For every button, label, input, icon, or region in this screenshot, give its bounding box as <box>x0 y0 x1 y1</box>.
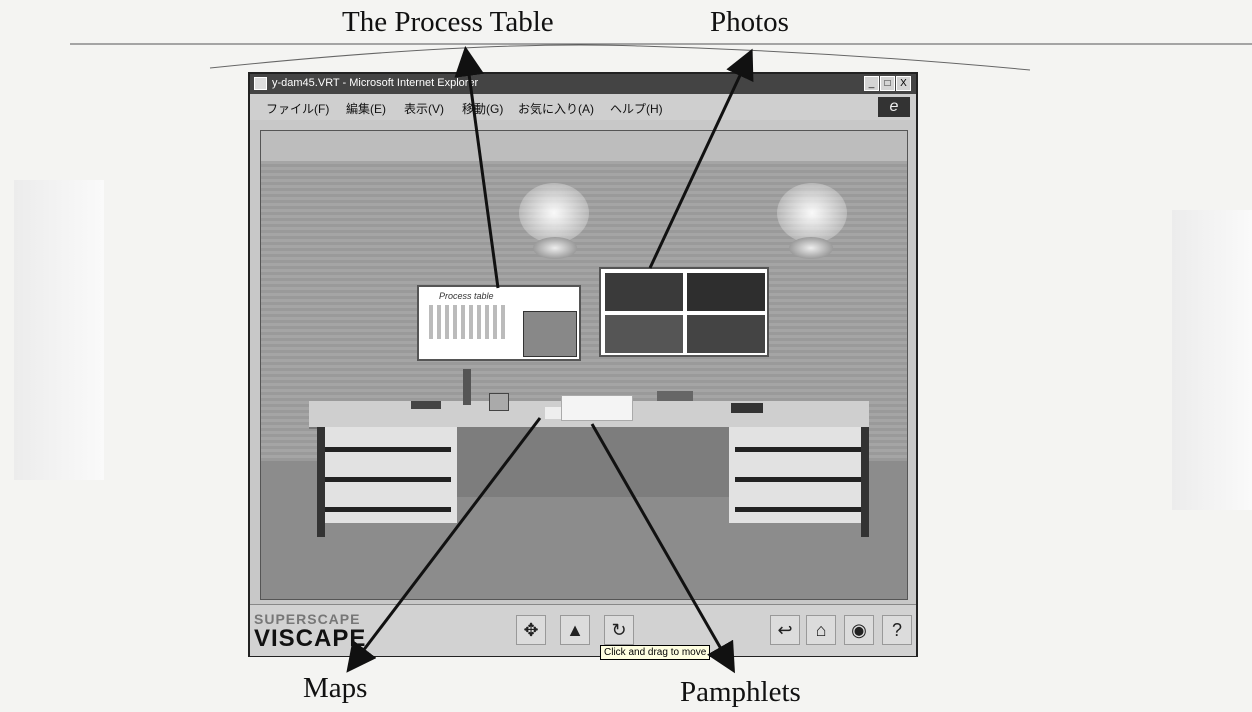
menu-bar: ファイル(F) 編集(E) 表示(V) 移動(G) お気に入り(A) ヘルプ(H… <box>250 94 916 120</box>
arrow-photos <box>648 48 754 269</box>
photos-callout: Photos <box>710 6 789 38</box>
arrow-process-table <box>454 46 500 289</box>
browser-window: y-dam45.VRT - Microsoft Internet Explore… <box>248 72 918 660</box>
desk-leg-left <box>317 427 325 537</box>
arrow-maps <box>346 417 542 673</box>
pamphlets-on-desk[interactable] <box>561 395 633 421</box>
menu-help[interactable]: ヘルプ(H) <box>610 102 663 116</box>
help-icon[interactable]: ? <box>882 615 912 645</box>
photo-3[interactable] <box>605 315 683 353</box>
pamphlets-callout: Pamphlets <box>680 676 801 708</box>
minimize-button[interactable]: _ <box>864 76 879 91</box>
process-table-callout: The Process Table <box>342 6 554 38</box>
photo-4[interactable] <box>687 315 765 353</box>
drawer-handle <box>735 507 863 512</box>
menu-view[interactable]: 表示(V) <box>404 102 444 116</box>
desk-book[interactable] <box>411 401 441 409</box>
move-arrows-icon[interactable]: ✥ <box>516 615 546 645</box>
ceiling-lamp-left <box>533 237 577 259</box>
header-lines <box>70 43 1252 71</box>
desk-phone[interactable] <box>731 403 763 413</box>
drawer-handle <box>323 477 451 482</box>
photos-board[interactable] <box>599 267 769 357</box>
back-icon[interactable]: ↩ <box>770 615 800 645</box>
superscape-logo: SUPERSCAPE <box>254 611 361 627</box>
ie-logo-icon: e <box>878 97 910 117</box>
right-drawers <box>729 427 869 523</box>
desk-leg-right <box>861 427 869 537</box>
desk-front <box>411 427 741 497</box>
drawer-handle <box>323 447 451 452</box>
desk-box[interactable] <box>489 393 509 411</box>
turn-icon[interactable]: ↻ <box>604 615 634 645</box>
menu-edit[interactable]: 編集(E) <box>346 102 386 116</box>
desk-binder[interactable] <box>657 391 693 401</box>
menu-favorites[interactable]: お気に入り(A) <box>518 102 594 116</box>
globe-icon[interactable]: ◉ <box>844 615 874 645</box>
vr-viewport[interactable]: Process table <box>260 130 908 600</box>
drawer-handle <box>735 477 863 482</box>
menu-file[interactable]: ファイル(F) <box>266 102 330 116</box>
drawer-handle <box>323 507 451 512</box>
ceiling <box>261 131 907 161</box>
photo-1[interactable] <box>605 273 683 311</box>
drag-tooltip: Click and drag to move <box>600 645 711 660</box>
ie-page-icon <box>254 77 267 90</box>
maps-callout: Maps <box>303 672 368 704</box>
walk-icon[interactable]: ▲ <box>560 615 590 645</box>
left-drawers <box>317 427 457 523</box>
process-table-board[interactable]: Process table <box>417 285 581 361</box>
board-diagram <box>429 305 509 339</box>
ceiling-lamp-right <box>789 237 833 259</box>
right-paper-edge <box>1172 210 1252 510</box>
lamp-glow-left <box>519 183 589 243</box>
pen-stand[interactable] <box>463 369 471 405</box>
close-button[interactable]: X <box>896 76 911 91</box>
photo-2[interactable] <box>687 273 765 311</box>
home-icon[interactable]: ⌂ <box>806 615 836 645</box>
board-map <box>523 311 577 357</box>
lamp-glow-right <box>777 183 847 243</box>
left-paper-edge <box>14 180 104 480</box>
board-heading: Process table <box>439 291 494 301</box>
drawer-handle <box>735 447 863 452</box>
arrow-pamphlets <box>590 423 735 674</box>
maximize-button[interactable]: □ <box>880 76 895 91</box>
window-title: y-dam45.VRT - Microsoft Internet Explore… <box>272 77 479 89</box>
